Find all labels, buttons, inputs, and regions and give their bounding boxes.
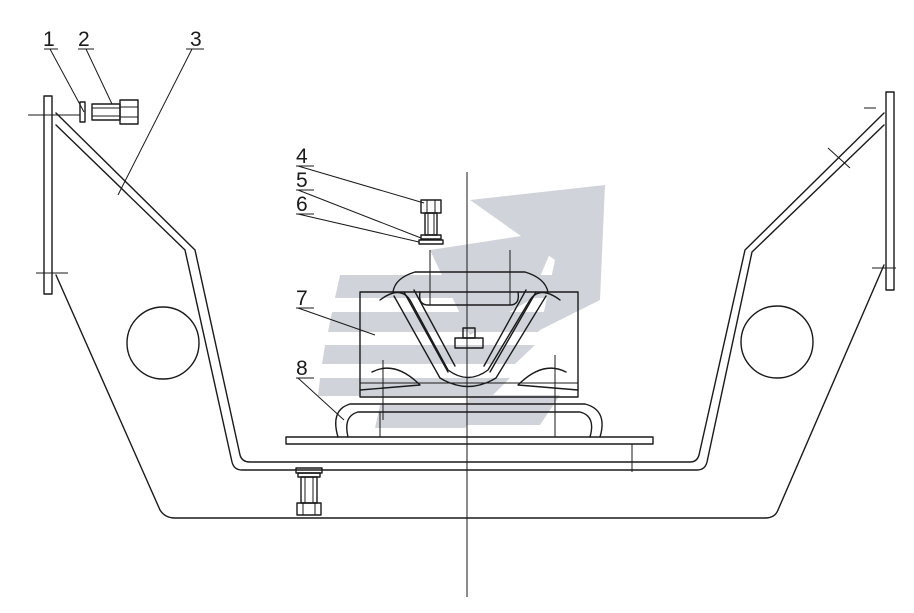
callout-3: 3	[190, 28, 202, 51]
rubber-mount-7	[359, 250, 579, 420]
bottom-bolt	[295, 467, 323, 516]
callout-1: 1	[43, 28, 55, 51]
callout-5: 5	[296, 169, 308, 192]
washer-6	[418, 239, 444, 245]
leader-lines	[44, 48, 425, 421]
watermark-logo	[318, 185, 605, 428]
callout-7: 7	[296, 287, 308, 310]
bracket-inner	[55, 124, 885, 471]
bracket-lower-edge	[55, 264, 885, 519]
right-plate	[885, 91, 895, 291]
callout-2: 2	[78, 28, 90, 51]
mount-base-bracket	[335, 403, 603, 438]
callout-4: 4	[296, 145, 308, 168]
mount-base-bracket-inner	[346, 411, 593, 438]
left-hole	[126, 306, 200, 380]
callout-6: 6	[296, 193, 308, 216]
base-plate	[285, 436, 654, 445]
right-hole	[740, 305, 814, 379]
washer-5	[420, 234, 442, 240]
bracket-outer	[55, 112, 885, 463]
right-hatch	[827, 147, 851, 169]
left-plate	[43, 95, 53, 295]
callout-8: 8	[296, 357, 308, 380]
washer-1	[79, 101, 86, 123]
bolt-4	[420, 199, 442, 236]
bolt-2	[91, 99, 139, 125]
